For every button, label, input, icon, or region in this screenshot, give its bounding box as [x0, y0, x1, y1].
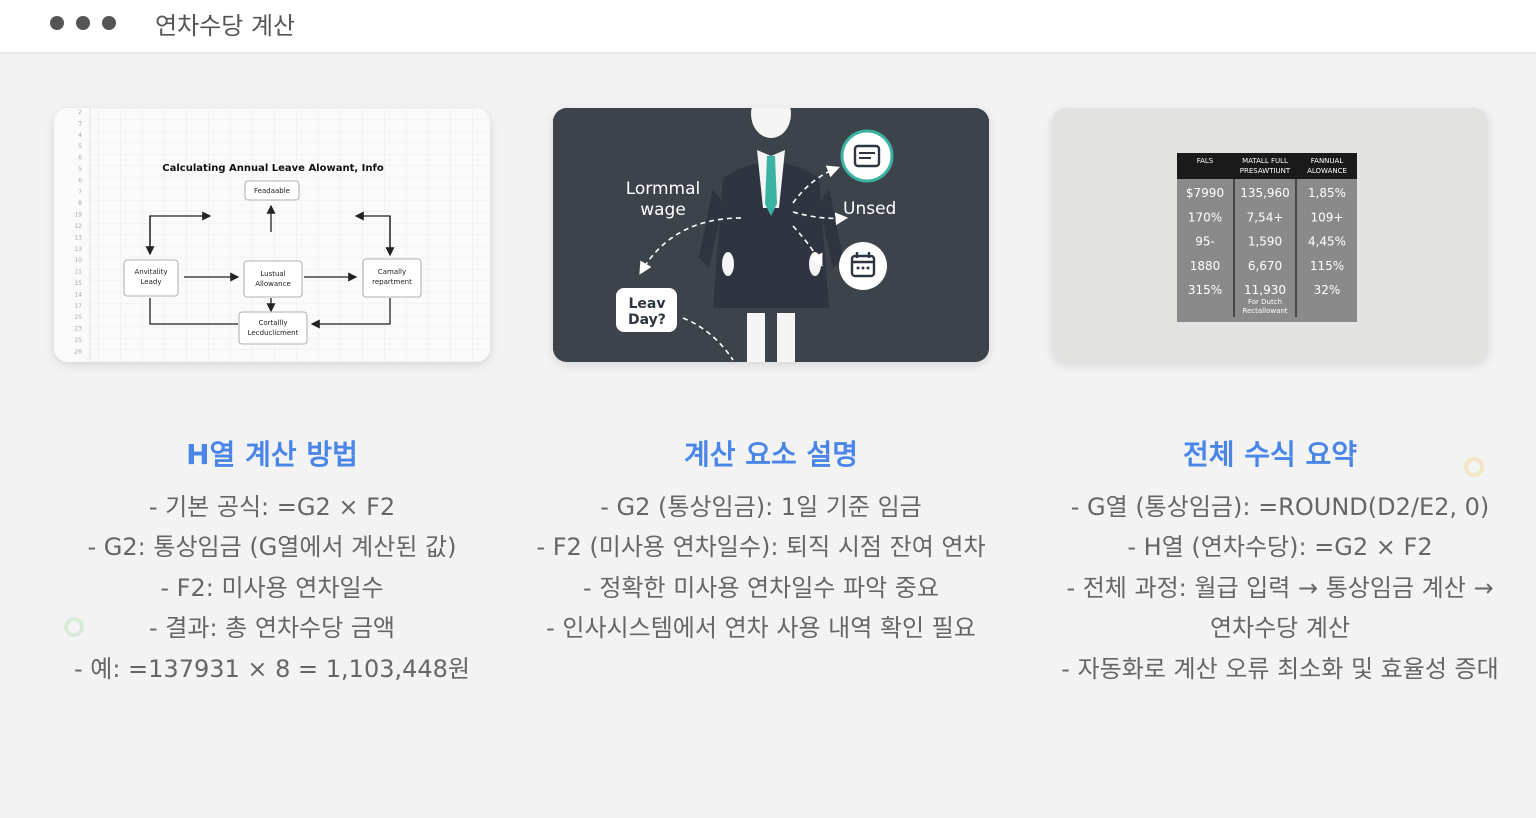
section-line: - H열 (연차수당): =G2 × F2: [1127, 533, 1433, 562]
row-number: 5: [78, 143, 82, 150]
decorative-circle: [64, 617, 84, 637]
row-number: 25: [74, 314, 82, 321]
section-heading: 계산 요소 설명: [683, 438, 859, 471]
row-number: 13: [74, 234, 82, 241]
row-number: 15: [74, 280, 82, 287]
title-bar: 연차수당 계산: [0, 0, 1536, 52]
table-cell: 32%: [1314, 283, 1341, 297]
table-cell: 11,930: [1244, 283, 1286, 297]
row-number: 7: [78, 189, 82, 196]
section-body: - G열 (통상임금): =ROUND(D2/E2, 0) - H열 (연차수당…: [1030, 487, 1530, 689]
table-cell: 135,960: [1240, 186, 1290, 200]
row-number: 26: [74, 348, 82, 355]
document-icon: [840, 129, 894, 183]
data-table-image: FALS MATALL FULL PRESAWTIUNT FANNUAL ALOWANC…: [1052, 108, 1488, 362]
row-number: 23: [74, 326, 82, 333]
row-number: 6: [78, 177, 82, 184]
section-line: - 결과: 총 연차수당 금액: [149, 614, 395, 643]
table-cell: 6,670: [1248, 259, 1282, 273]
section-line: 연차수당 계산: [1209, 614, 1351, 643]
section-body: - G2 (통상임금): 1일 기준 임금 - F2 (미사용 연차일수): 퇴…: [511, 487, 1011, 649]
row-number: 25: [74, 337, 82, 344]
table-card: FALS MATALL FULL PRESAWTIUNT FANNUAL ALOWANC…: [1052, 108, 1488, 362]
table-cell: 7,54+: [1247, 210, 1284, 224]
row-number: 13: [74, 246, 82, 253]
table-header: FALS: [1197, 157, 1214, 165]
table-header: PRESAWTIUNT: [1240, 167, 1291, 175]
row-number: 5: [78, 166, 82, 173]
table-cell: 315%: [1188, 283, 1222, 297]
calendar-icon: [839, 242, 887, 290]
section-line: - 예: =137931 × 8 = 1,103,448원: [73, 654, 471, 683]
window-control-dot[interactable]: [76, 16, 90, 30]
window-control-dot[interactable]: [102, 16, 116, 30]
table-cell: 4,45%: [1308, 235, 1346, 249]
table-header: FANNUAL: [1311, 157, 1344, 165]
section-line: - 전체 과정: 월급 입력 → 통상임금 계산 →: [1066, 573, 1494, 602]
window-title: 연차수당 계산: [155, 12, 296, 40]
table-header: ALOWANCE: [1307, 167, 1347, 175]
section-line: - F2 (미사용 연차일수): 퇴직 시점 잔여 연차: [536, 533, 986, 562]
table-cell: 95-: [1195, 235, 1215, 249]
table-cell: 109+: [1311, 210, 1344, 224]
table-cell: 170%: [1188, 210, 1222, 224]
row-number: 10: [74, 257, 82, 264]
section-line: - 자동화로 계산 오류 최소화 및 효율성 증대: [1061, 654, 1499, 683]
table-cell: 115%: [1310, 259, 1344, 273]
row-number: 17: [74, 303, 82, 310]
section-body: - 기본 공식: =G2 × F2 - G2: 통상임금 (G열에서 계산된 값…: [22, 487, 522, 689]
section-line: - F2: 미사용 연차일수: [160, 573, 384, 602]
table-note: Rectallowant: [1242, 307, 1287, 315]
row-number: 14: [74, 291, 82, 298]
table-cell: 1,85%: [1308, 186, 1346, 200]
section-heading: 전체 수식 요약: [1182, 438, 1358, 471]
label-unused: Unsed: [843, 199, 896, 219]
row-number: 11: [74, 269, 82, 276]
section-line: - G2 (통상임금): 1일 기준 임금: [600, 493, 922, 521]
row-number: 8: [78, 200, 82, 207]
section-line: - 정확한 미사용 연차일수 파악 중요: [583, 573, 939, 602]
window-control-dot[interactable]: [50, 16, 64, 30]
section-heading: H열 계산 방법: [186, 438, 358, 471]
table-cell: 1,590: [1248, 235, 1282, 249]
row-number: 19: [74, 212, 82, 219]
row-number: 4: [78, 132, 82, 139]
table-header: MATALL FULL: [1242, 157, 1288, 165]
table-note: For Dutch: [1248, 298, 1282, 306]
diagram-node: Feadaable: [254, 187, 290, 195]
row-number: 3: [78, 120, 82, 127]
table-cell: $7990: [1186, 186, 1224, 200]
section-line: - 인사시스템에서 연차 사용 내역 확인 필요: [546, 614, 976, 643]
decorative-circle: [1464, 457, 1484, 477]
row-number: 2: [78, 109, 82, 116]
diagram-title: Calculating Annual Leave Alowant, Info: [162, 163, 384, 174]
row-number: 6: [78, 155, 82, 162]
section-line: - G2: 통상임금 (G열에서 계산된 값): [87, 533, 457, 562]
table-cell: 1880: [1190, 259, 1221, 273]
row-number: 12: [74, 223, 82, 230]
section-line: - G열 (통상임금): =ROUND(D2/E2, 0): [1070, 493, 1490, 521]
section-line: - 기본 공식: =G2 × F2: [148, 493, 396, 521]
